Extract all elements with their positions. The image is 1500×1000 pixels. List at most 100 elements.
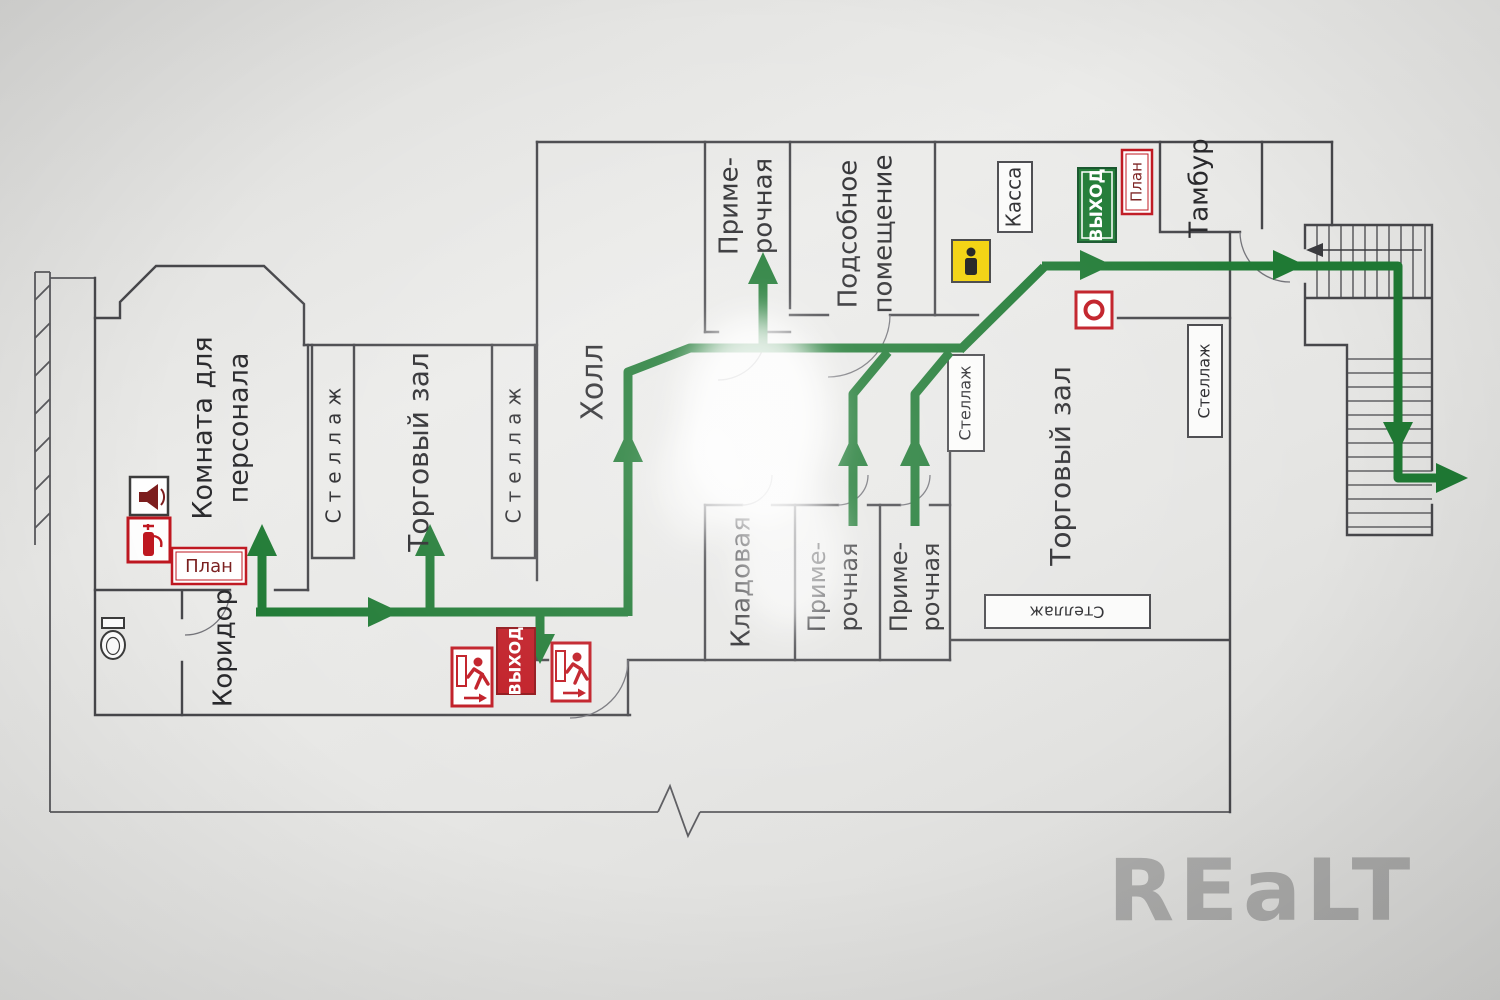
cash-desk-label: Касса <box>1002 167 1026 228</box>
room-label-staff-1: Комната для <box>188 336 219 519</box>
exit-sign-red: ВЫХОД <box>496 627 536 696</box>
route-arrow-exit-icon <box>1436 463 1468 493</box>
exit-sign-green-plate <box>1077 167 1117 243</box>
route-arrow-right-icon <box>368 597 400 627</box>
boundary-break-mark <box>657 783 701 839</box>
exit-sign-green: ВЫХОД <box>1077 167 1117 243</box>
evacuation-route <box>247 250 1468 664</box>
route-arrow-up-icon <box>247 524 277 556</box>
route-arrow-right-icon <box>1080 250 1112 280</box>
running-man-plate <box>450 646 494 708</box>
shelf-boxes <box>947 161 1223 629</box>
shelf-left-outer-outline <box>310 343 356 560</box>
wall-bottom-rooms-bottom <box>626 658 952 717</box>
shelf-middle-label: Стеллаж <box>956 365 975 440</box>
fire-equipment-plate <box>1074 290 1114 330</box>
route-arrow-up-icon <box>415 524 445 556</box>
running-man-sign-right <box>550 641 592 703</box>
plan-sign-left-border <box>175 551 243 581</box>
room-label-utility-1: Подсобное <box>834 160 864 309</box>
exit-sign-green-label: ВЫХОД <box>1087 168 1107 241</box>
stairs-outline <box>1303 223 1434 537</box>
walls <box>93 140 1334 814</box>
glare-spot <box>735 480 845 630</box>
cash-desk-box <box>997 161 1033 233</box>
exit-sign-red-label: ВЫХОД <box>506 627 525 696</box>
alarm-sign <box>128 475 170 517</box>
room-label-sales-left: Торговый зал <box>402 352 435 553</box>
stairs <box>1303 223 1434 537</box>
plan-sign-top-label: План <box>1128 162 1146 202</box>
route-to-stairs <box>1042 261 1442 483</box>
plan-sign-top-border <box>1125 153 1149 211</box>
boundary-hatching <box>34 284 51 529</box>
wall-hall-left <box>535 140 550 662</box>
route-stub-fitting-1 <box>848 349 892 526</box>
route-arrow-up-icon <box>838 434 868 466</box>
toilet-bowl <box>100 630 126 660</box>
room-label-fitting2-1: Приме- <box>885 542 913 632</box>
room-label-corridor: Коридор <box>209 589 239 707</box>
wall-top-rooms-verticals <box>703 140 937 334</box>
site-boundary <box>34 271 1230 839</box>
room-label-fitting-top-1: Приме- <box>715 157 745 255</box>
plan-sign-top: План <box>1120 148 1154 216</box>
wall-tambour <box>1158 140 1334 234</box>
room-label-fitting2-2: рочная <box>917 543 945 632</box>
plan-sign-left-plate <box>170 546 248 586</box>
route-arrow-right-icon <box>1273 250 1305 280</box>
plan-sign-left: План <box>170 546 248 586</box>
shelf-bottom-box <box>984 594 1151 629</box>
wall-left-block <box>93 276 632 717</box>
route-arrow-up-icon <box>900 434 930 466</box>
room-label-shelf-left-inner: Стеллаж <box>502 381 526 524</box>
toilet-icon <box>100 617 126 660</box>
fire-extinguisher-icon <box>143 532 154 556</box>
warning-sign-yellow <box>951 239 991 283</box>
route-arrow-up-icon <box>748 252 778 284</box>
person-icon <box>966 247 976 257</box>
wall-bay <box>93 264 306 347</box>
person-icon-body <box>965 258 977 275</box>
stairs-treads-lower <box>1347 358 1432 528</box>
door-arc-staff <box>184 589 231 636</box>
room-label-hall: Холл <box>576 343 611 420</box>
boundary-left-lines <box>34 271 51 812</box>
glare-spot <box>658 420 742 540</box>
door-arc-fitting-2 <box>899 474 931 506</box>
running-man-sign-left <box>450 646 494 708</box>
stairs-direction-arrow-icon <box>1306 243 1323 257</box>
plan-sign-top-plate <box>1120 148 1154 216</box>
door-arc-hall-exit <box>569 659 629 719</box>
route-arrow-up-icon <box>613 430 643 462</box>
fire-extinguisher-sign <box>126 516 172 564</box>
shelf-middle-box <box>947 354 985 452</box>
room-label-sales-right: Торговый зал <box>1044 366 1077 567</box>
alarm-horn-icon <box>139 484 158 510</box>
room-label-shelf-left-outer: Стеллаж <box>322 381 346 524</box>
toilet-tank <box>101 617 125 629</box>
route-stub-fitting-2 <box>910 349 954 526</box>
fire-equipment-sign <box>1074 290 1114 330</box>
door-arc-utility <box>827 314 891 378</box>
room-label-tambour: Тамбур <box>1185 138 1215 238</box>
route-hall-main <box>623 343 962 616</box>
room-labels: Комната для персонала Стеллаж Торговый з… <box>188 138 1215 707</box>
exit-sign-green-border <box>1081 171 1113 239</box>
room-label-staff-2: персонала <box>224 353 255 504</box>
shelf-left-inner-outline <box>490 343 537 560</box>
watermark-logo: REaLT <box>1108 841 1416 941</box>
fire-extinguisher-icon-detail <box>143 524 163 548</box>
alarm-sound-icon <box>160 488 165 506</box>
room-label-utility-2: помещение <box>869 155 899 314</box>
route-diagonal <box>956 263 1048 354</box>
toilet-bowl-inner <box>105 636 121 656</box>
fire-equipment-ring-icon <box>1083 299 1105 321</box>
alarm-sign-plate <box>128 475 170 517</box>
shelf-right-box <box>1187 324 1223 438</box>
room-label-fitting-top-2: рочная <box>749 158 779 254</box>
wall-checkout <box>933 313 1232 320</box>
wall-right-sales <box>948 230 1232 814</box>
